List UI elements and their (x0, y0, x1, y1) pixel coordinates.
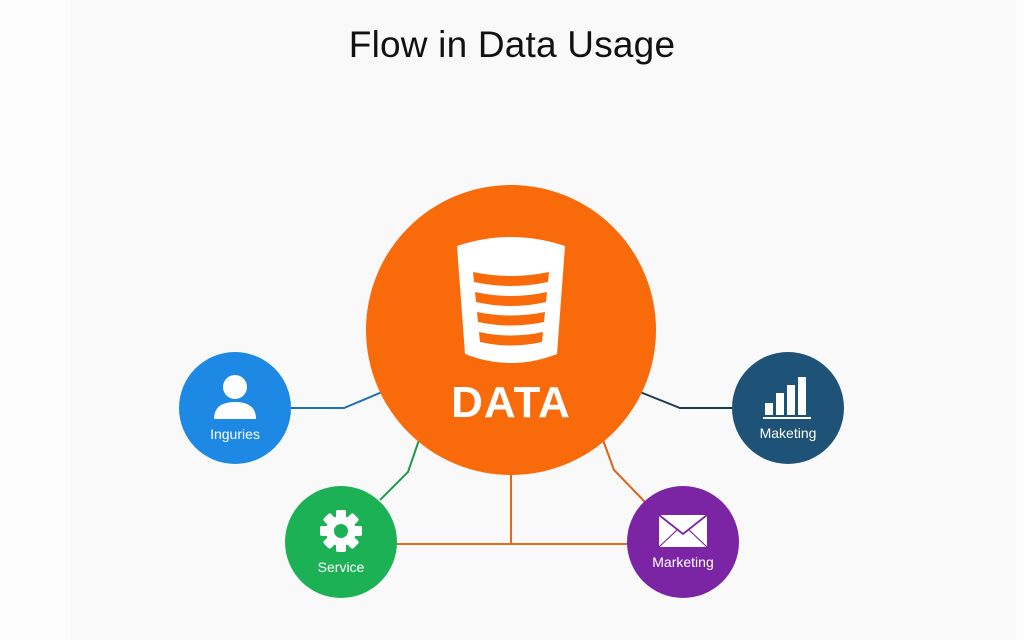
envelope-icon (658, 514, 708, 548)
bar-chart-icon (763, 377, 811, 419)
connector-marketing-mail (602, 439, 646, 503)
connector-service (379, 439, 420, 501)
node-service[interactable]: Service (285, 486, 397, 598)
user-icon (214, 375, 256, 419)
node-marketing-mail[interactable]: Marketing (627, 486, 739, 598)
node-label: Marketing (652, 554, 714, 570)
node-label: Inguries (210, 426, 260, 442)
node-inquiries[interactable]: Inguries (179, 352, 291, 464)
connector-marketing-chart (639, 391, 733, 409)
database-icon (457, 237, 565, 363)
node-label: Maketing (759, 425, 817, 441)
gear-icon (320, 510, 362, 552)
diagram-title: Flow in Data Usage (348, 24, 676, 65)
node-marketing-chart[interactable]: Maketing (732, 352, 844, 464)
data-hub[interactable]: DATA (366, 185, 656, 475)
connector-inquiries (291, 391, 383, 409)
node-label: Service (317, 559, 365, 575)
hub-label: DATA (451, 378, 571, 427)
